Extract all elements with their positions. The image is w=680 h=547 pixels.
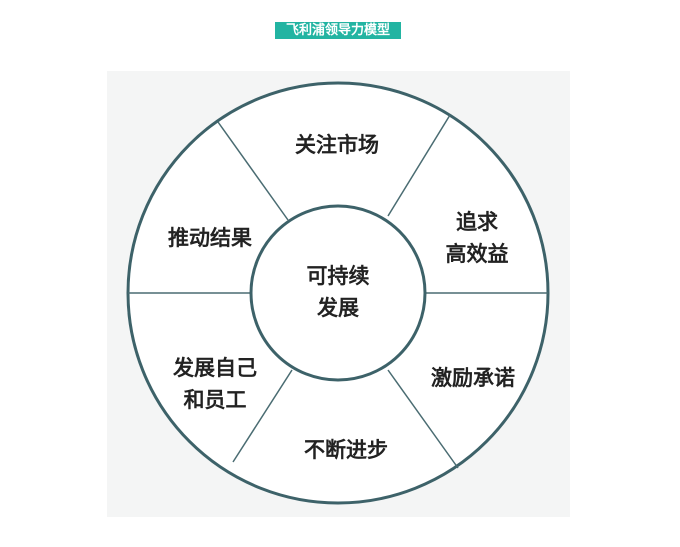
diagram-title: 飞利浦领导力模型	[275, 22, 401, 39]
segment-develop-self-and-staff: 发展自己 和员工	[173, 352, 257, 416]
divider-upper-right	[387, 114, 451, 217]
segment-label-line2: 高效益	[445, 242, 509, 266]
divider-upper-left	[217, 121, 289, 221]
segment-continuous-improvement: 不断进步	[304, 438, 388, 462]
segment-label-line1: 追求	[456, 210, 498, 234]
segment-inspire-commitment: 激励承诺	[431, 366, 515, 390]
segment-drive-results: 推动结果	[168, 226, 252, 250]
segment-focus-market: 关注市场	[295, 133, 379, 157]
divider-lower-right	[387, 369, 459, 469]
center-label-line1: 可持续	[306, 264, 370, 288]
inner-circle	[249, 204, 427, 382]
center-label: 可持续 发展	[307, 260, 370, 324]
segment-high-efficiency: 追求 高效益	[446, 206, 509, 270]
segment-label-line2: 和员工	[183, 388, 247, 412]
center-label-line2: 发展	[317, 296, 359, 320]
segment-label-line1: 发展自己	[173, 356, 257, 380]
divider-lower-left	[232, 369, 293, 463]
